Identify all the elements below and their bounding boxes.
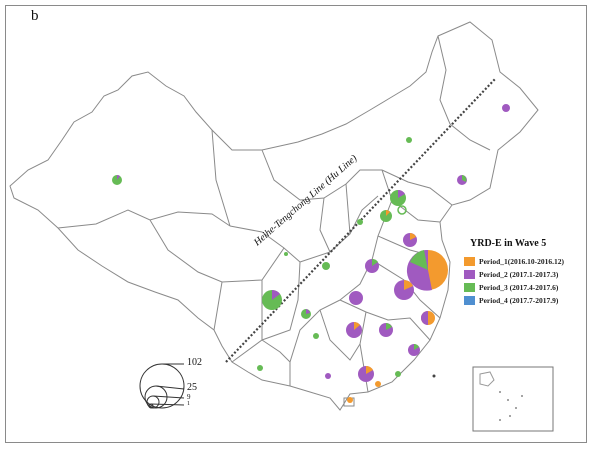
- marker: [322, 262, 330, 270]
- marker: [375, 381, 381, 387]
- legend-swatch: [464, 257, 475, 266]
- panel-label: b: [31, 8, 39, 24]
- marker: [347, 397, 353, 403]
- legend-swatch: [464, 270, 475, 279]
- size-legend: [139, 363, 185, 409]
- legend-label: Period_3 (2017.4-2017.6): [479, 283, 559, 292]
- legend-item-period-2: Period_2 (2017.1-2017.3): [464, 269, 558, 280]
- size-label-102: 102: [187, 357, 202, 368]
- size-label-25: 25: [187, 382, 197, 393]
- marker: [325, 373, 331, 379]
- south-china-sea-inset: [472, 366, 554, 432]
- marker: [257, 365, 263, 371]
- legend-swatch: [464, 296, 475, 305]
- legend-item-period-3: Period_3 (2017.4-2017.6): [464, 282, 558, 293]
- size-label-1: 1: [187, 401, 190, 407]
- marker: [397, 205, 407, 215]
- legend-label: Period_4 (2017.7-2017.9): [479, 296, 559, 305]
- marker: [313, 333, 319, 339]
- legend-swatch: [464, 283, 475, 292]
- legend-label: Period_2 (2017.1-2017.3): [479, 270, 559, 279]
- marker: [502, 104, 510, 112]
- legend-item-period-1: Period_1(2016.10-2016.12): [464, 256, 564, 267]
- marker: [357, 219, 363, 225]
- marker: [349, 291, 363, 305]
- marker: [395, 371, 401, 377]
- size-label-9: 9: [187, 393, 191, 401]
- province-markers: [112, 104, 510, 403]
- legend-item-period-4: Period_4 (2017.7-2017.9): [464, 295, 558, 306]
- marker: [284, 252, 288, 256]
- hu-line: [225, 77, 497, 363]
- china-outline: [9, 21, 539, 411]
- marker: [406, 137, 412, 143]
- legend-title: YRD-E in Wave 5: [470, 238, 547, 249]
- legend-label: Period_1(2016.10-2016.12): [479, 257, 564, 266]
